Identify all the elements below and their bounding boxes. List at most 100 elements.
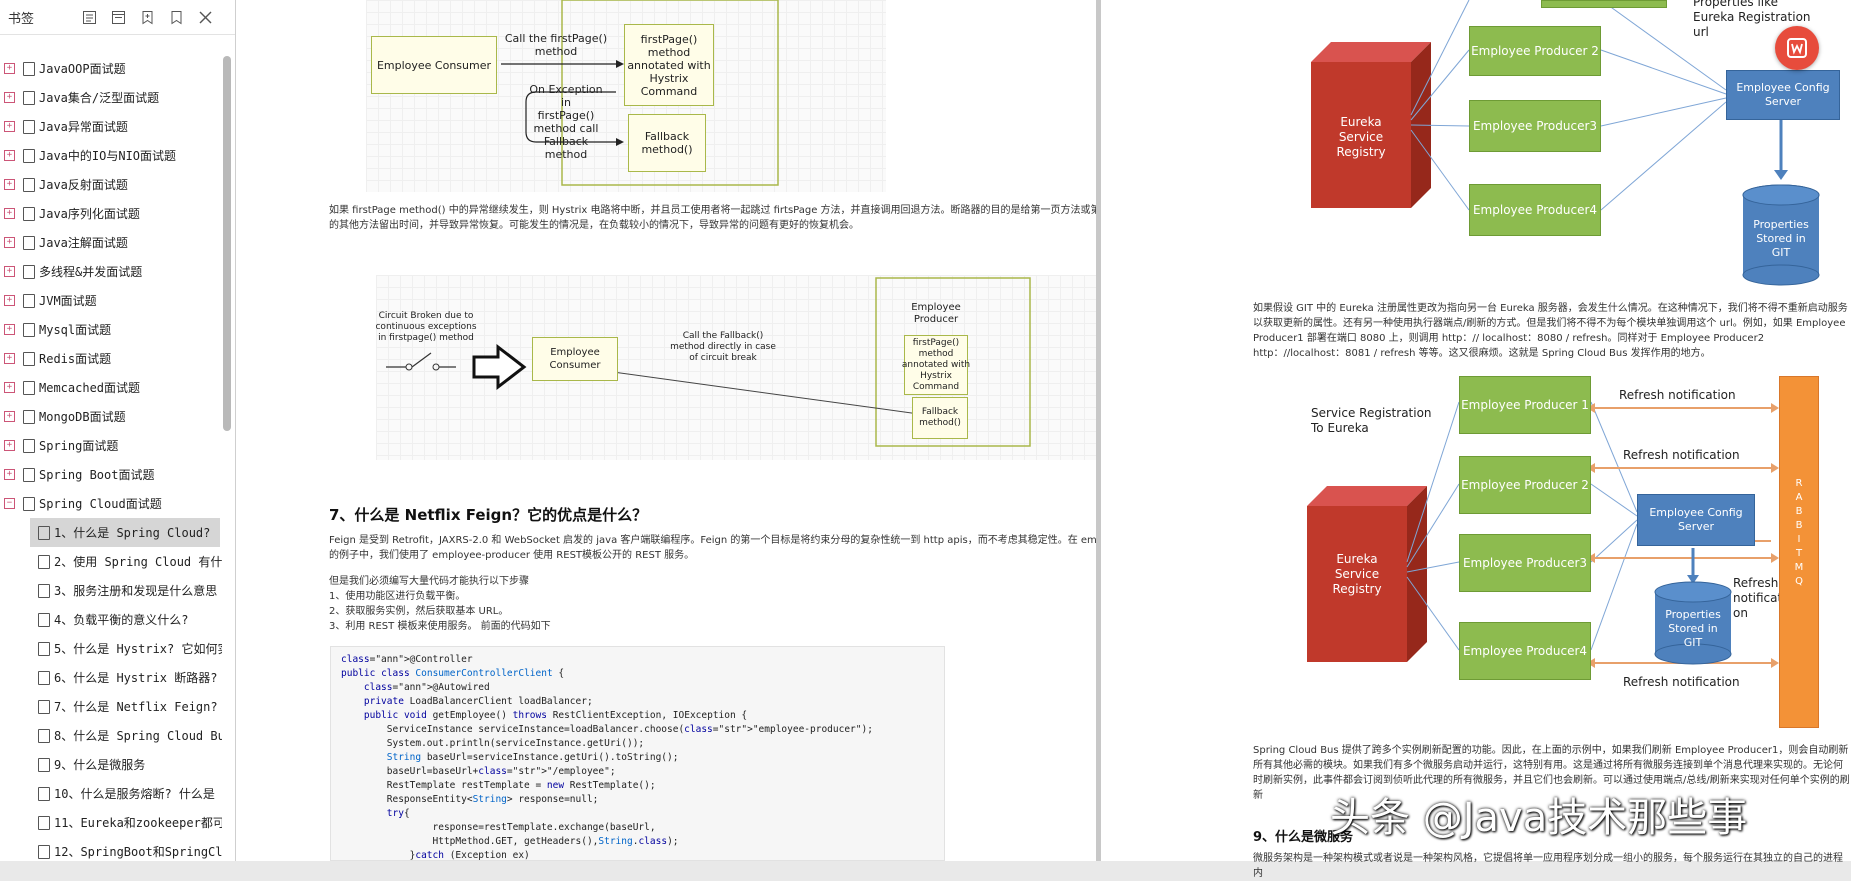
expand-icon[interactable]: + — [4, 382, 15, 393]
employee-producer-label: Employee Producer — [911, 302, 961, 325]
step-1: 1、使用功能区进行负载平衡。 — [329, 591, 466, 602]
bookmark-item[interactable]: + Java异常面试题 — [0, 112, 222, 141]
bookmark-subitem[interactable]: 2、使用 Spring Cloud 有什么 — [0, 547, 222, 576]
refresh-notification-1: Refresh notification — [1619, 388, 1736, 402]
code-line: HttpMethod.GET, getHeaders(),String.clas… — [341, 836, 679, 847]
on-exception-label: On Exception in firstPage() method call … — [529, 83, 603, 161]
add-bookmark-icon[interactable] — [140, 10, 155, 25]
fig2-firstpage-box: firstPage() method annotated with Hystri… — [902, 335, 970, 395]
bookmark-item[interactable]: + Java序列化面试题 — [0, 199, 222, 228]
employee-consumer-box: Employee Consumer — [371, 36, 497, 94]
bookmark-toolbar — [82, 10, 213, 25]
heading-microservice: 9、什么是微服务 — [1253, 830, 1354, 845]
bookmark-subitem[interactable]: 10、什么是服务熔断? 什么是 — [0, 779, 222, 808]
close-icon[interactable] — [198, 10, 213, 25]
bookmark-label: 1、什么是 Spring Cloud? — [54, 526, 211, 540]
bookmark-icon — [38, 670, 50, 685]
bookmark-subitem[interactable]: 11、Eureka和zookeeper都可以 — [0, 808, 222, 837]
bookmark-icon — [23, 235, 35, 250]
bookmark-subitem[interactable]: 12、SpringBoot和SpringCloud — [0, 837, 222, 866]
bookmark-icon — [23, 293, 35, 308]
bookmark-label: Java异常面试题 — [39, 120, 128, 134]
expand-all-icon[interactable] — [82, 10, 97, 25]
bookmark-subitem[interactable]: 7、什么是 Netflix Feign? 它 — [0, 692, 222, 721]
expand-icon[interactable]: + — [4, 237, 15, 248]
call-fallback-label: Call the Fallback() method directly in c… — [670, 331, 776, 363]
bookmark-label: 12、SpringBoot和SpringCloud — [54, 845, 222, 859]
bookmark-item[interactable]: +JVM面试题 — [0, 286, 222, 315]
collapse-all-icon[interactable] — [111, 10, 126, 25]
code-line: class="ann">@Autowired — [363, 682, 490, 693]
hystrix-fallback-diagram: Employee Consumer Call the firstPage() m… — [366, 0, 886, 192]
expand-icon[interactable]: + — [4, 324, 15, 335]
bookmark-item[interactable]: +Memcached面试题 — [0, 373, 222, 402]
step-2: 2、获取服务实例，然后获取基本 URL。 — [329, 606, 509, 617]
expand-icon[interactable]: + — [4, 440, 15, 451]
bus-config-server-box: Employee Config Server — [1637, 494, 1755, 546]
bookmark-label: Java序列化面试题 — [39, 207, 140, 221]
bookmark-item[interactable]: +JavaOOP面试题 — [0, 54, 222, 83]
expand-icon[interactable]: + — [4, 266, 15, 277]
bookmark-label: 2、使用 Spring Cloud 有什么 — [54, 555, 222, 569]
paragraph-microservice: 微服务架构是一种架构模式或者说是一种架构风格，它提倡将单一应用程序划分成一组小的… — [1253, 853, 1843, 879]
bookmark-item[interactable]: + Java集合/泛型面试题 — [0, 83, 222, 112]
service-registration-label: Service Registration To Eureka — [1311, 406, 1432, 435]
expand-icon[interactable]: + — [4, 92, 15, 103]
bookmark-label: Java集合/泛型面试题 — [39, 91, 160, 105]
bookmark-label: Mysql面试题 — [39, 323, 112, 337]
bookmark-icon — [38, 699, 50, 714]
bookmark-scrollbar[interactable] — [223, 56, 231, 431]
bus-producer-2-box: Employee Producer 2 — [1459, 456, 1591, 514]
bookmark-panel-header: 书签 — [0, 0, 235, 35]
code-line: System.out.println(serviceInstance.getUr… — [341, 738, 645, 749]
bookmark-icon — [23, 90, 35, 105]
bookmark-subitem[interactable]: 1、什么是 Spring Cloud? — [30, 518, 220, 547]
bookmark-item[interactable]: + Java注解面试题 — [0, 228, 222, 257]
bookmark-subitem[interactable]: 9、什么是微服务 — [0, 750, 222, 779]
watermark: 头条 @Java技术那些事 — [1330, 795, 1748, 841]
code-line: ServiceInstance serviceInstance=loadBala… — [341, 724, 873, 735]
bookmark-subitem[interactable]: 8、什么是 Spring Cloud Bus — [0, 721, 222, 750]
bookmark-label: 5、什么是 Hystrix? 它如何实 — [54, 642, 222, 656]
bookmark-subitem[interactable]: 3、服务注册和发现是什么意思 — [0, 576, 222, 605]
bookmark-item[interactable]: +多线程&并发面试题 — [0, 257, 222, 286]
code-line: }catch (Exception ex) — [341, 850, 530, 861]
code-line: private LoadBalancerClient loadBalancer; — [363, 696, 593, 707]
bookmark-item[interactable]: +Java中的IO与NIO面试题 — [0, 141, 222, 170]
expand-icon[interactable]: + — [4, 208, 15, 219]
bookmark-item[interactable]: −Spring Cloud面试题 — [0, 489, 222, 518]
expand-icon[interactable]: + — [4, 469, 15, 480]
collapse-icon[interactable]: − — [4, 498, 15, 509]
producer-3-box: Employee Producer3 — [1469, 100, 1601, 152]
bookmark-icon[interactable] — [169, 10, 184, 25]
bookmark-item[interactable]: +Java反射面试题 — [0, 170, 222, 199]
bookmark-item[interactable]: +Spring Boot面试题 — [0, 460, 222, 489]
code-line: RestTemplate restTemplate = new RestTemp… — [341, 780, 656, 791]
bookmark-item[interactable]: +Spring面试题 — [0, 431, 222, 460]
expand-icon[interactable]: + — [4, 121, 15, 132]
translate-button[interactable] — [1775, 26, 1819, 70]
bookmark-icon — [38, 815, 50, 830]
bookmark-subitem[interactable]: 4、负载平衡的意义什么? — [0, 605, 222, 634]
bookmark-icon — [38, 757, 50, 772]
code-line: response=restTemplate.exchange(baseUrl, — [341, 822, 656, 833]
expand-icon[interactable]: + — [4, 353, 15, 364]
bookmark-subitem[interactable]: 6、什么是 Hystrix 断路器? — [0, 663, 222, 692]
code-block: class="ann">@Controller public class Cons… — [330, 646, 945, 861]
code-line: class="ann">@Controller — [341, 654, 473, 665]
expand-icon[interactable]: + — [4, 179, 15, 190]
expand-icon[interactable]: + — [4, 150, 15, 161]
bus-git-storage-label: Properties Stored in GIT — [1665, 608, 1721, 649]
expand-icon[interactable]: + — [4, 295, 15, 306]
bookmark-label: Java注解面试题 — [39, 236, 128, 250]
bookmark-icon — [38, 786, 50, 801]
bookmark-item[interactable]: +Redis面试题 — [0, 344, 222, 373]
code-line: public class ConsumerControllerClient { — [341, 668, 565, 679]
bus-producer-3-box: Employee Producer3 — [1459, 534, 1591, 592]
expand-icon[interactable]: + — [4, 411, 15, 422]
bookmark-icon — [38, 728, 50, 743]
bookmark-item[interactable]: +MongoDB面试题 — [0, 402, 222, 431]
expand-icon[interactable]: + — [4, 63, 15, 74]
bookmark-item[interactable]: + Mysql面试题 — [0, 315, 222, 344]
bookmark-subitem[interactable]: 5、什么是 Hystrix? 它如何实 — [0, 634, 222, 663]
